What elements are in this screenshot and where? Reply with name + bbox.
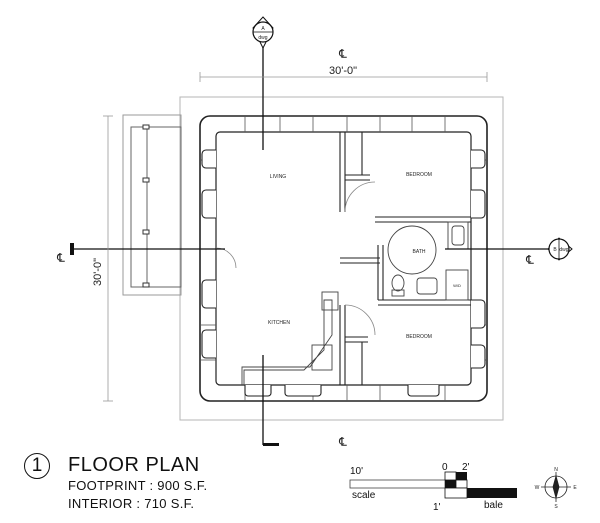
north-arrow-icon — [541, 472, 571, 502]
room-label-bedroom-bottom: BEDROOM — [406, 334, 432, 340]
centerline-symbol-bottom: ℄ — [338, 435, 347, 449]
centerline-bottom-tick — [263, 443, 279, 446]
north-arrow-s: S — [554, 504, 558, 510]
footprint-outline — [179, 96, 504, 421]
dimension-height: 30'-0" — [92, 258, 104, 286]
scale-label-1: 1' — [433, 502, 441, 513]
north-arrow-w: W — [535, 485, 540, 491]
north-arrow-e: E — [573, 485, 577, 491]
room-label-kitchen: KITCHEN — [268, 320, 290, 326]
room-label-bath: BATH — [413, 249, 426, 255]
room-label-closet: W/D — [453, 283, 461, 288]
room-label-living: LIVING — [270, 174, 287, 180]
dimension-lines — [103, 72, 488, 402]
section-right-sheet: dwg — [559, 247, 568, 253]
section-marker-top: A dwg — [252, 16, 274, 50]
kitchen-counters — [241, 291, 339, 385]
centerlines — [70, 40, 550, 445]
footprint-area: FOOTPRINT : 900 S.F. — [68, 478, 208, 493]
centerline-symbol-top: ℄ — [338, 47, 347, 61]
window-niches — [201, 149, 486, 397]
porch — [122, 114, 182, 296]
scale-label-2: 2' — [462, 462, 470, 473]
room-label-bedroom-top: BEDROOM — [406, 172, 432, 178]
exterior-walls — [199, 115, 488, 402]
scale-label-scale: scale — [352, 490, 376, 501]
scale-bar — [349, 471, 517, 499]
drawing-number-badge: 1 — [24, 453, 50, 479]
centerline-left-tick — [70, 243, 74, 255]
drawing-number: 1 — [31, 455, 43, 476]
section-right-ref: B — [553, 247, 557, 253]
dimension-width: 30'-0" — [329, 65, 357, 77]
scale-label-bale: bale — [484, 500, 503, 511]
north-arrow-n: N — [554, 467, 558, 473]
bath-fixtures — [387, 221, 469, 301]
centerline-symbol-left: ℄ — [56, 251, 65, 265]
section-top-sheet: dwg — [258, 35, 267, 41]
interior-area: INTERIOR : 710 S.F. — [68, 496, 195, 511]
section-marker-right: B dwg — [547, 237, 573, 261]
interior-walls — [215, 132, 471, 385]
section-top-ref: A — [261, 26, 265, 32]
scale-label-10: 10' — [350, 466, 364, 477]
drawing-title: FLOOR PLAN — [68, 454, 200, 476]
centerline-symbol-right: ℄ — [525, 253, 534, 267]
scale-label-0: 0 — [442, 462, 448, 473]
